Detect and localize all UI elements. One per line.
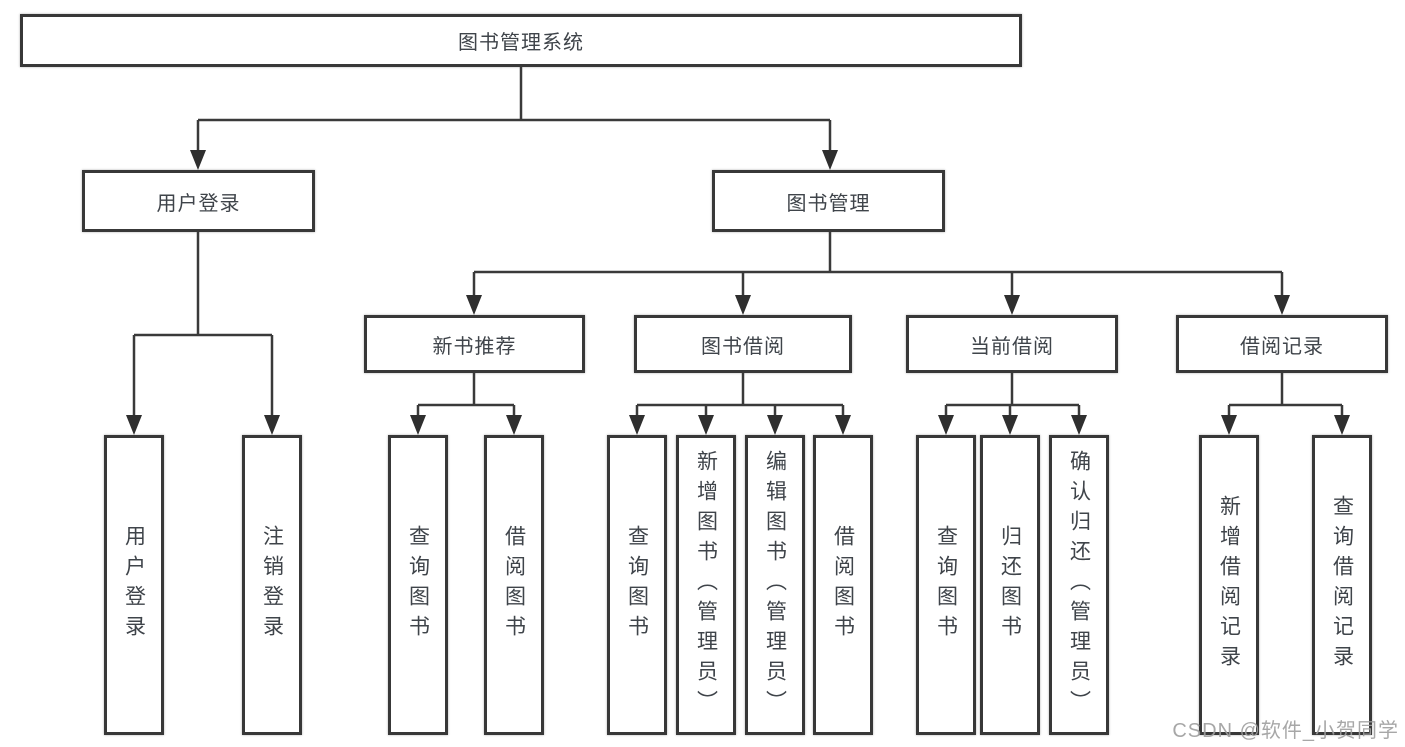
node-book-borrowing: 图书借阅 <box>634 315 852 373</box>
leaf-add-borrow-record-label: 新增借阅记录 <box>1217 495 1241 675</box>
leaf-logout-login: 注销登录 <box>242 435 302 735</box>
leaf-borrow-books-recommend-label: 借阅图书 <box>502 525 526 645</box>
node-user-login: 用户登录 <box>82 170 315 232</box>
leaf-query-borrow-record-label: 查询借阅记录 <box>1330 495 1354 675</box>
leaf-query-books-recommend-label: 查询图书 <box>406 525 430 645</box>
watermark: CSDN @软件_小贺同学 <box>1172 720 1399 742</box>
node-borrowing-records: 借阅记录 <box>1176 315 1388 373</box>
leaf-query-books-current: 查询图书 <box>916 435 976 735</box>
leaf-logout-login-label: 注销登录 <box>260 525 284 645</box>
leaf-user-login-label: 用户登录 <box>122 525 146 645</box>
leaf-confirm-return-admin: 确认归还（管理员） <box>1049 435 1109 735</box>
node-new-book-recommend: 新书推荐 <box>364 315 585 373</box>
node-root-label: 图书管理系统 <box>458 32 584 54</box>
node-book-management: 图书管理 <box>712 170 945 232</box>
leaf-query-books-recommend: 查询图书 <box>388 435 448 735</box>
node-root: 图书管理系统 <box>20 14 1022 67</box>
leaf-edit-book-admin-label: 编辑图书（管理员） <box>763 450 787 720</box>
node-user-login-label: 用户登录 <box>156 192 241 215</box>
leaf-add-borrow-record: 新增借阅记录 <box>1199 435 1259 735</box>
leaf-user-login: 用户登录 <box>104 435 164 735</box>
leaf-borrow-books-borrowing: 借阅图书 <box>813 435 873 735</box>
node-borrowing-records-label: 借阅记录 <box>1240 335 1324 358</box>
leaf-query-books-borrowing-label: 查询图书 <box>625 525 649 645</box>
node-current-borrowing: 当前借阅 <box>906 315 1118 373</box>
leaf-borrow-books-recommend: 借阅图书 <box>484 435 544 735</box>
leaf-borrow-books-borrowing-label: 借阅图书 <box>831 525 855 645</box>
node-book-borrowing-label: 图书借阅 <box>701 335 785 358</box>
leaf-add-book-admin: 新增图书（管理员） <box>676 435 736 735</box>
leaf-return-books: 归还图书 <box>980 435 1040 735</box>
leaf-query-books-borrowing: 查询图书 <box>607 435 667 735</box>
leaf-add-book-admin-label: 新增图书（管理员） <box>694 450 718 720</box>
leaf-return-books-label: 归还图书 <box>998 525 1022 645</box>
node-book-management-label: 图书管理 <box>786 192 871 215</box>
leaf-confirm-return-admin-label: 确认归还（管理员） <box>1067 450 1091 720</box>
leaf-query-books-current-label: 查询图书 <box>934 525 958 645</box>
leaf-edit-book-admin: 编辑图书（管理员） <box>745 435 805 735</box>
node-new-book-recommend-label: 新书推荐 <box>432 335 517 358</box>
leaf-query-borrow-record: 查询借阅记录 <box>1312 435 1372 735</box>
node-current-borrowing-label: 当前借阅 <box>970 335 1054 358</box>
